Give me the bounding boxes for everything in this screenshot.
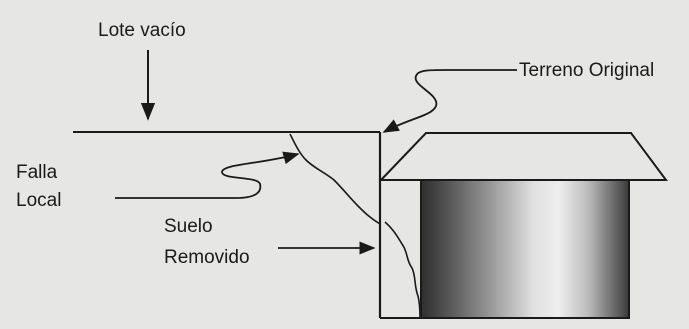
foundation-cylinder xyxy=(420,179,630,319)
falla-local-leader xyxy=(115,151,300,199)
failure-crack-line xyxy=(289,133,381,225)
label-suelo-line1: Suelo xyxy=(164,216,213,237)
building-roof xyxy=(378,132,668,181)
label-falla-line2: Local xyxy=(16,190,61,211)
removed-soil-crack-line xyxy=(384,221,421,319)
terreno-original-leader xyxy=(382,69,517,133)
label-suelo-line2: Removido xyxy=(164,247,250,268)
label-terreno-original: Terreno Original xyxy=(519,60,654,81)
label-lote-vacio: Lote vacío xyxy=(98,20,186,41)
label-falla-line1: Falla xyxy=(16,162,58,183)
